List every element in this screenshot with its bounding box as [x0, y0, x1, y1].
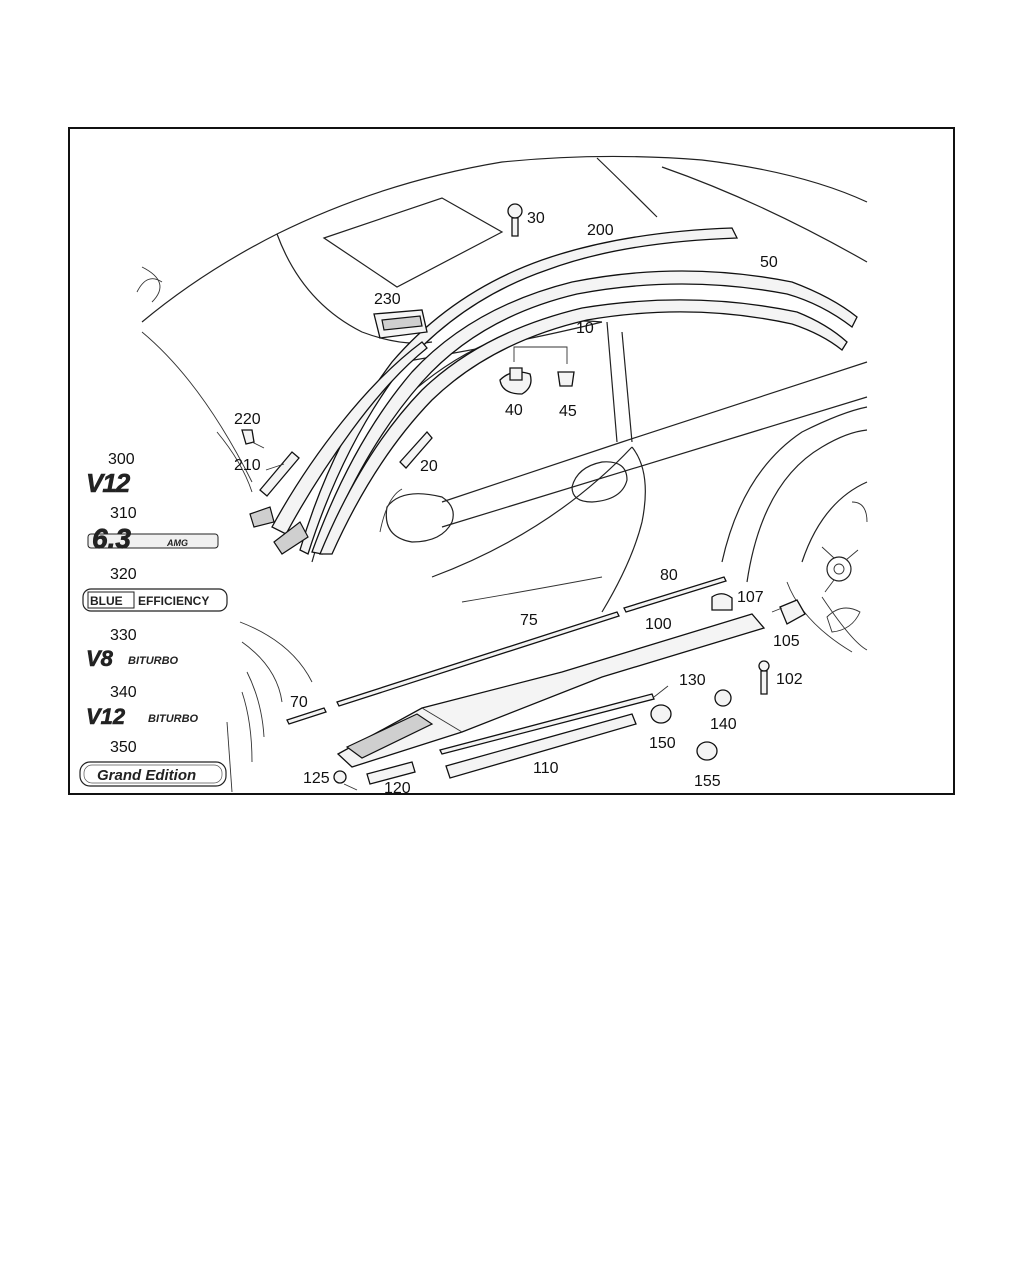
callout-140: 140 [710, 716, 737, 733]
callout-300: 300 [108, 451, 135, 468]
callout-230: 230 [374, 291, 401, 308]
badge-63-text: 6.3 [92, 523, 131, 554]
callout-labels: 10 20 30 40 45 50 70 75 80 100 102 105 1… [108, 210, 803, 793]
badge-efficiency-text: EFFICIENCY [138, 594, 209, 608]
callout-120: 120 [384, 780, 411, 793]
parts-120-125 [333, 761, 416, 785]
callout-350: 350 [110, 739, 137, 756]
badge-v8-text: V8 [86, 646, 114, 671]
callout-30: 30 [527, 210, 545, 227]
badge-grand-edition-text: Grand Edition [97, 767, 196, 784]
molding-130 [439, 693, 655, 755]
callout-330: 330 [110, 627, 137, 644]
callout-200: 200 [587, 222, 614, 239]
car-body-outline [136, 155, 868, 793]
a-pillar-trim [249, 341, 428, 555]
callout-310: 310 [110, 505, 137, 522]
callout-320: 320 [110, 566, 137, 583]
callout-70: 70 [290, 694, 308, 711]
diagram-frame: 10 20 30 40 45 50 70 75 80 100 102 105 1… [68, 127, 955, 795]
badge-blue-efficiency: BLUE EFFICIENCY [82, 588, 228, 612]
callout-50: 50 [760, 254, 778, 271]
callout-105: 105 [773, 633, 800, 650]
callout-150: 150 [649, 735, 676, 752]
callout-80: 80 [660, 567, 678, 584]
callout-40: 40 [505, 402, 523, 419]
callout-110: 110 [533, 760, 559, 777]
callout-45: 45 [559, 403, 577, 420]
callout-155: 155 [694, 773, 721, 790]
callout-75: 75 [520, 612, 538, 629]
molding-70-75-80 [286, 576, 727, 725]
badge-v8-biturbo-text: BITURBO [128, 655, 179, 667]
callout-220: 220 [234, 411, 261, 428]
badge-grand-edition: Grand Edition [79, 761, 227, 787]
badge-63-amg-text: AMG [166, 538, 188, 548]
badge-v12: V12 [86, 468, 132, 499]
trim-110 [445, 713, 637, 779]
clips-40-45 [499, 346, 575, 395]
roof-molding-50 [311, 270, 858, 555]
callout-125: 125 [303, 770, 330, 787]
callout-210: 210 [234, 457, 261, 474]
callout-130: 130 [679, 672, 706, 689]
callout-102: 102 [776, 671, 803, 688]
screw-30 [507, 203, 523, 237]
callout-107: 107 [737, 589, 764, 606]
part-230 [373, 309, 428, 339]
part-20 [399, 431, 433, 469]
badge-63-amg: 6.3 AMG [87, 523, 219, 554]
badge-v12-biturbo: V12 BITURBO [86, 704, 199, 730]
badge-v12-biturbo-text: BITURBO [148, 713, 199, 725]
parts-diagram: 10 20 30 40 45 50 70 75 80 100 102 105 1… [79, 155, 868, 793]
side-sill-100 [336, 613, 766, 768]
badge-blue-text: BLUE [90, 594, 123, 608]
callout-100: 100 [645, 616, 672, 633]
badge-v12-text: V12 [86, 468, 131, 498]
callout-10: 10 [576, 320, 594, 337]
fasteners [650, 593, 806, 761]
callout-340: 340 [110, 684, 137, 701]
badge-v8-biturbo: V8 BITURBO [86, 646, 179, 672]
badge-v12b-text: V12 [86, 704, 126, 729]
callout-20: 20 [420, 458, 438, 475]
leader-lines [251, 441, 783, 791]
